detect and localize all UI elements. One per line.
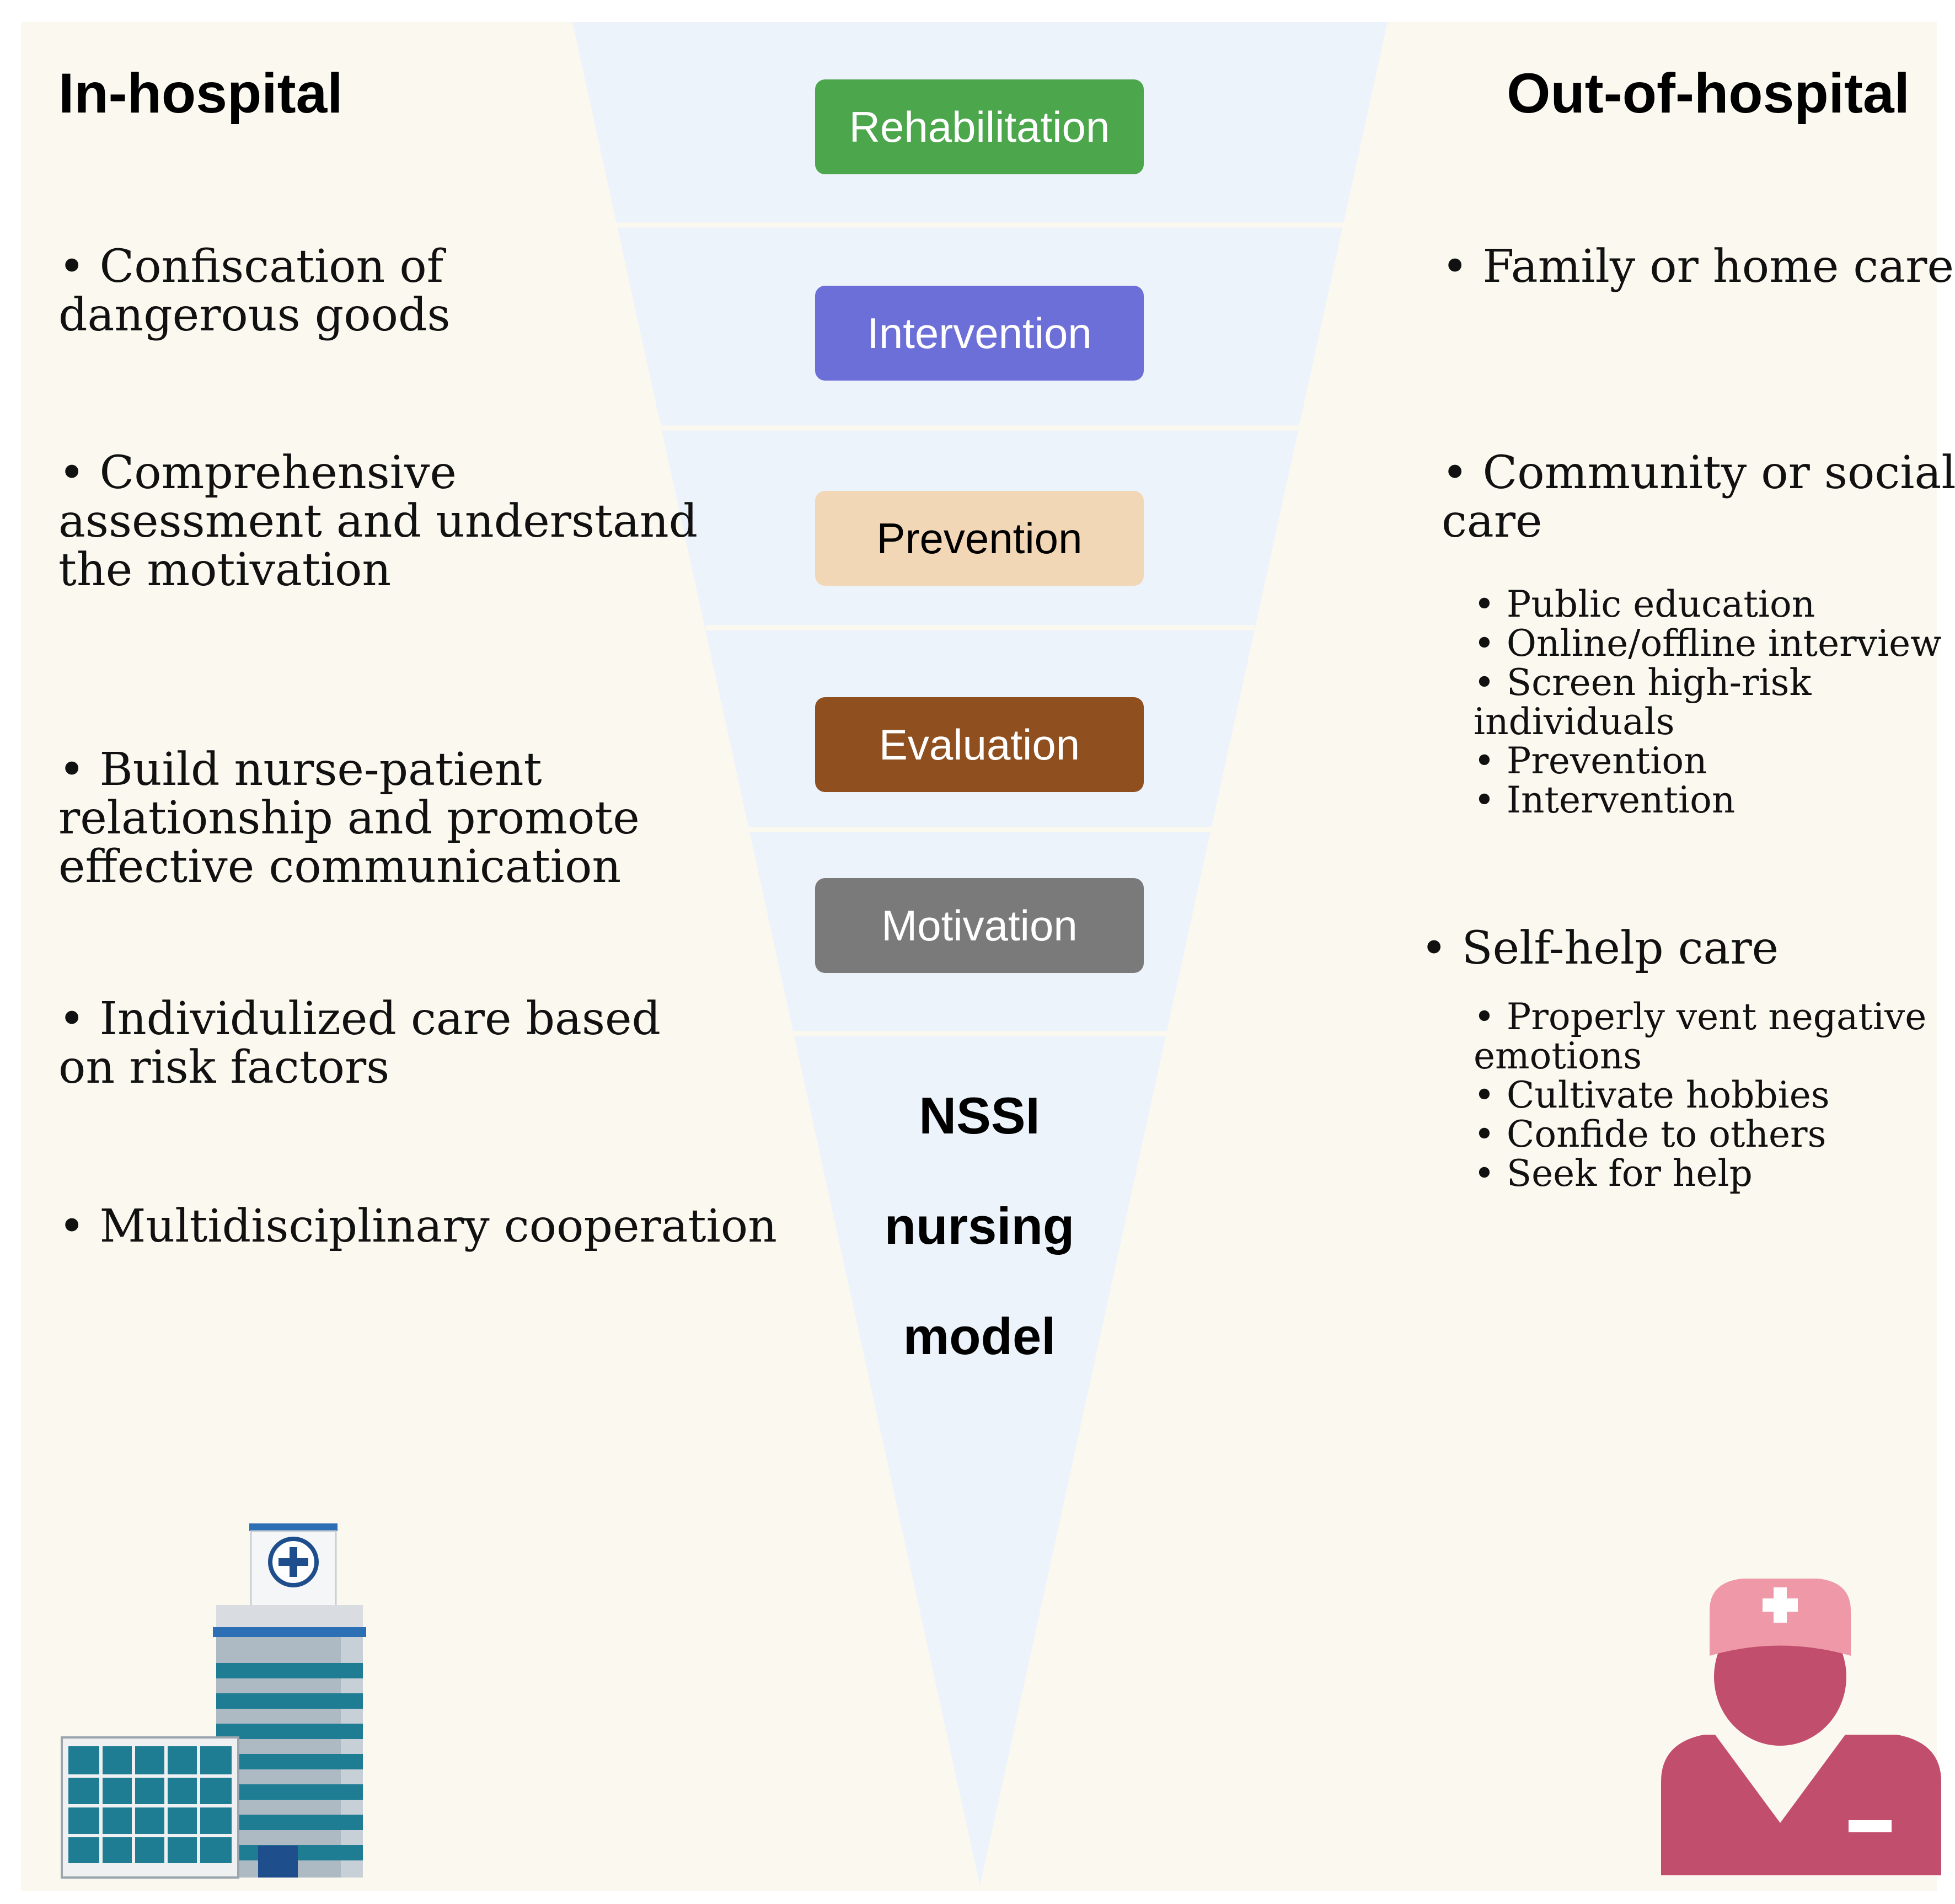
list-item: • Intervention bbox=[1474, 779, 1736, 821]
stage-evaluation: Evaluation bbox=[815, 697, 1144, 792]
right-heading: Out-of-hospital bbox=[1507, 62, 1910, 125]
left-item-assessment: • Comprehensive assessment and understan… bbox=[58, 447, 698, 596]
stage-rehabilitation: Rehabilitation bbox=[815, 79, 1144, 174]
right-item-family-care: • Family or home care bbox=[1442, 240, 1954, 293]
left-item-relationship: • Build nurse-patient relationship and p… bbox=[58, 744, 640, 893]
list-item: emotions bbox=[1474, 1035, 1642, 1077]
left-item-confiscation: • Confiscation of dangerous goods bbox=[58, 240, 451, 341]
list-item: • Properly vent negative bbox=[1474, 996, 1927, 1038]
hospital-building-icon bbox=[61, 1523, 366, 1879]
model-title-line-3: model bbox=[903, 1307, 1056, 1365]
list-item: • Cultivate hobbies bbox=[1474, 1074, 1830, 1116]
list-item: • Prevention bbox=[1474, 740, 1707, 782]
stage-motivation: Motivation bbox=[815, 878, 1144, 973]
self-help-subitems: • Properly vent negative emotions • Cult… bbox=[1474, 997, 1926, 1193]
list-item: • Screen high-risk bbox=[1474, 661, 1812, 704]
right-item-self-help-care: • Self-help care bbox=[1421, 922, 1779, 975]
nurse-icon bbox=[1661, 1579, 1941, 1875]
list-item: • Seek for help bbox=[1474, 1152, 1753, 1195]
left-item-individualized-care: • Individulized care based on risk facto… bbox=[58, 993, 661, 1094]
list-item: • Public education bbox=[1474, 583, 1815, 625]
left-heading: In-hospital bbox=[58, 62, 343, 125]
right-item-community-care: • Community or social care bbox=[1442, 447, 1955, 548]
stage-intervention: Intervention bbox=[815, 286, 1144, 381]
community-subitems: • Public education • Online/offline inte… bbox=[1474, 585, 1942, 820]
list-item: individuals bbox=[1474, 700, 1675, 743]
list-item: • Confide to others bbox=[1474, 1113, 1827, 1156]
left-item-multidisciplinary: • Multidisciplinary cooperation bbox=[58, 1200, 777, 1253]
list-item: • Online/offline interview bbox=[1474, 622, 1942, 665]
model-title-line-2: nursing bbox=[884, 1197, 1075, 1255]
model-title-line-1: NSSI bbox=[919, 1087, 1040, 1144]
stage-prevention: Prevention bbox=[815, 491, 1144, 586]
